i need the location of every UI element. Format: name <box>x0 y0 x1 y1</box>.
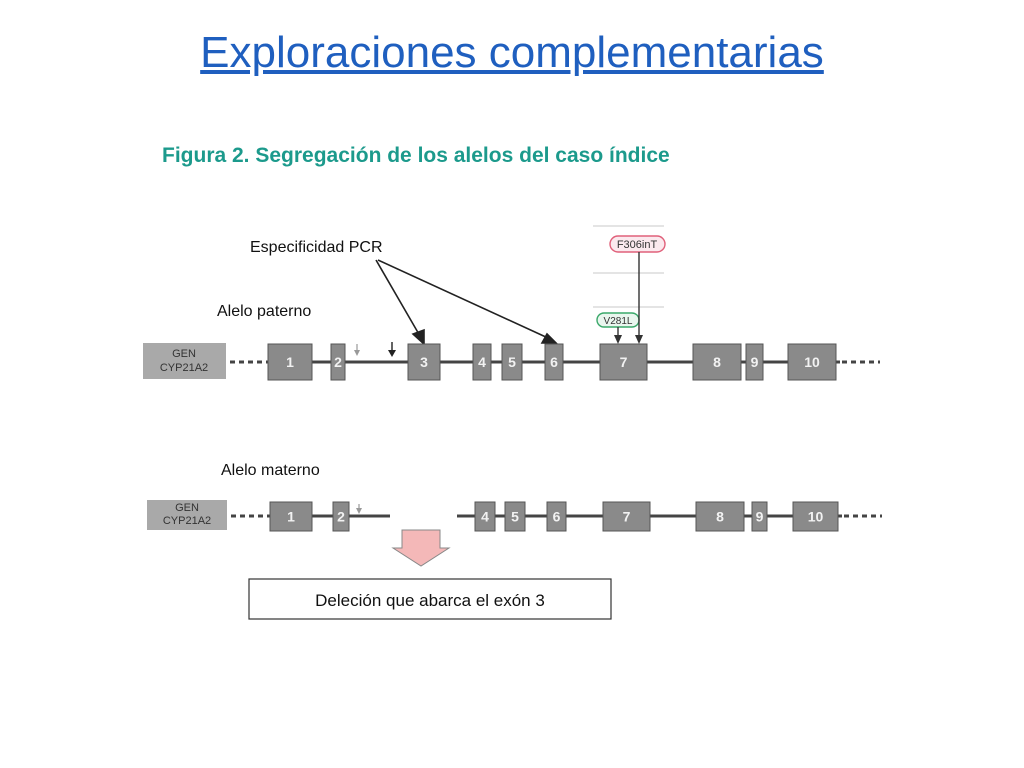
maternal-exon-5 <box>504 501 526 532</box>
maternal-exon-9 <box>751 501 768 532</box>
gene-label-box-maternal <box>147 500 227 530</box>
paternal-exon-label-6: 6 <box>550 354 558 370</box>
paternal-exon-3 <box>407 343 441 381</box>
maternal-exon-label-4: 4 <box>481 509 489 525</box>
paternal-exon-label-9: 9 <box>751 354 759 370</box>
mutation-f306int-badge <box>609 235 666 253</box>
paternal-exon-10 <box>787 343 837 381</box>
paternal-exon-label-3: 3 <box>420 354 428 370</box>
gene-label-line2: CYP21A2 <box>160 362 208 374</box>
paternal-exon-2 <box>330 343 346 381</box>
gene-label-maternal-line2: CYP21A2 <box>163 515 211 527</box>
paternal-allele-track: GEN CYP21A2 1 2 3 4 5 6 7 8 9 10 <box>143 343 880 381</box>
paternal-exon-4 <box>472 343 492 381</box>
paternal-exon-label-1: 1 <box>286 354 294 370</box>
mutation-f306int-label: F306inT <box>617 239 658 251</box>
paternal-exon-label-2: 2 <box>334 354 342 370</box>
maternal-allele-track: GEN CYP21A2 1 2 4 5 6 7 8 9 10 <box>147 500 882 532</box>
maternal-exon-label-6: 6 <box>553 509 561 525</box>
paternal-exon-label-7: 7 <box>620 354 628 370</box>
maternal-exon-6 <box>546 501 567 532</box>
paternal-exon-7 <box>599 343 648 381</box>
paternal-exon-8 <box>692 343 742 381</box>
gene-label-line1: GEN <box>172 348 196 360</box>
maternal-exon-label-8: 8 <box>716 509 724 525</box>
paternal-allele-label: Alelo paterno <box>217 303 311 320</box>
maternal-exon-label-9: 9 <box>756 509 764 525</box>
maternal-exon-2 <box>332 501 350 532</box>
maternal-exon-10 <box>792 501 839 532</box>
paternal-exon-label-4: 4 <box>478 354 486 370</box>
maternal-exon-4 <box>474 501 496 532</box>
maternal-exon-1 <box>269 501 313 532</box>
maternal-exon-8 <box>695 501 745 532</box>
figure-caption: Figura 2. Segregación de los alelos del … <box>162 144 670 167</box>
maternal-exon-label-7: 7 <box>623 509 631 525</box>
down-arrow-icon <box>391 529 451 567</box>
maternal-exon-label-5: 5 <box>511 509 519 525</box>
pcr-arrows <box>375 259 558 346</box>
maternal-exon-label-1: 1 <box>287 509 295 525</box>
intron-variant-markers <box>354 342 396 514</box>
mutation-v281l-label: V281L <box>604 316 633 327</box>
paternal-exon-1 <box>267 343 313 381</box>
maternal-exon-label-10: 10 <box>808 509 824 525</box>
pcr-specificity-label: Especificidad PCR <box>250 239 383 256</box>
deletion-note-box <box>248 578 612 620</box>
deletion-note: Deleción que abarca el exón 3 <box>315 591 545 610</box>
paternal-exon-5 <box>501 343 523 381</box>
slide-title: Exploraciones complementarias <box>200 28 824 77</box>
gene-label-box <box>143 343 226 379</box>
paternal-exon-6 <box>544 343 564 381</box>
mutation-annotations: F306inT V281L <box>593 225 666 344</box>
maternal-exon-label-2: 2 <box>337 509 345 525</box>
paternal-exon-label-10: 10 <box>804 354 820 370</box>
paternal-exon-label-5: 5 <box>508 354 516 370</box>
paternal-exon-9 <box>745 343 764 381</box>
deletion-indicator: Deleción que abarca el exón 3 <box>248 529 612 620</box>
maternal-allele-label: Alelo materno <box>221 462 320 479</box>
maternal-exon-7 <box>602 501 651 532</box>
gene-label-maternal-line1: GEN <box>175 502 199 514</box>
paternal-exon-label-8: 8 <box>713 354 721 370</box>
